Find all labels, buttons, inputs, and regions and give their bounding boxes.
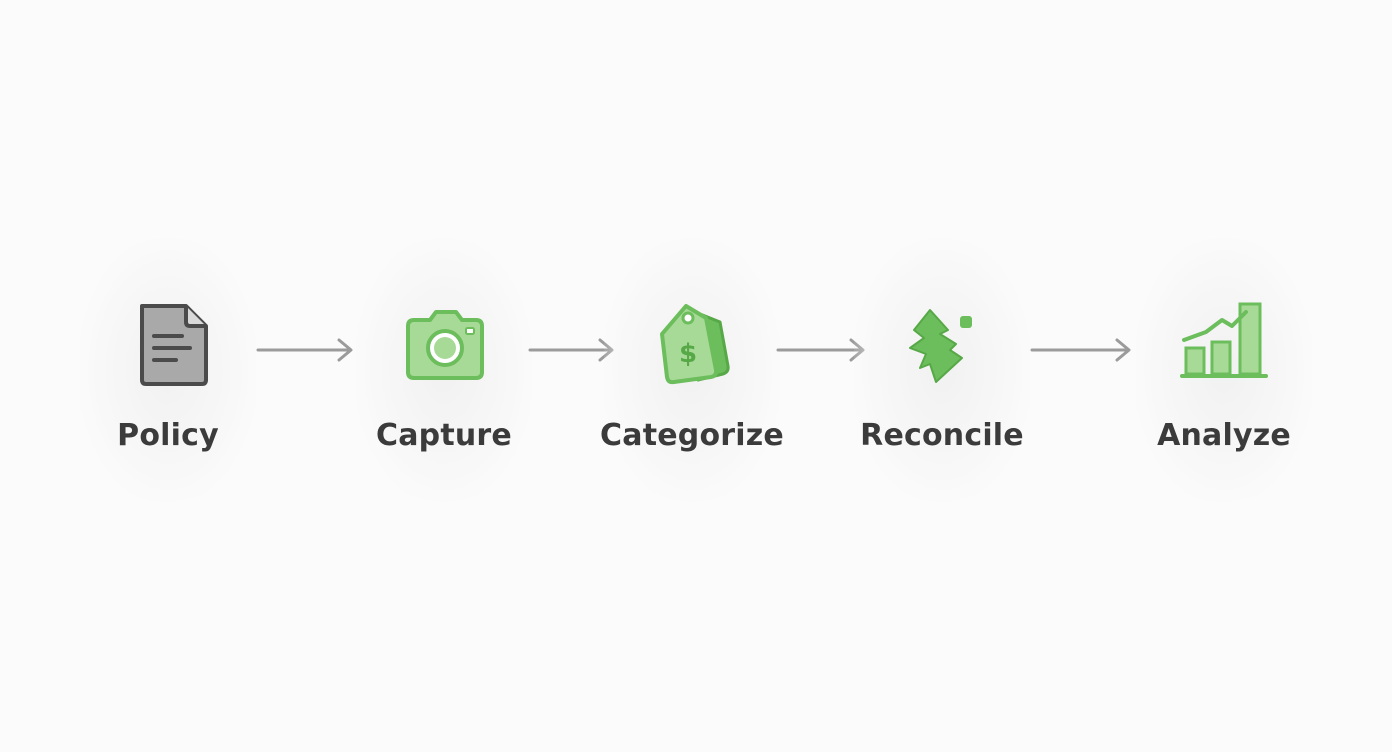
step-label-categorize: Categorize xyxy=(600,418,784,453)
camera-icon xyxy=(392,292,496,396)
puzzle-pieces-icon xyxy=(890,292,994,396)
step-categorize: $ Categorize xyxy=(592,230,792,510)
step-label-reconcile: Reconcile xyxy=(860,418,1024,453)
bar-chart-icon xyxy=(1172,292,1276,396)
step-analyze: Analyze xyxy=(1124,230,1324,510)
document-icon xyxy=(116,292,220,396)
price-tag-icon: $ xyxy=(640,292,744,396)
flow-arrow xyxy=(256,336,356,364)
step-label-policy: Policy xyxy=(117,418,219,453)
flow-arrow xyxy=(1030,336,1134,364)
svg-text:$: $ xyxy=(679,339,697,369)
step-label-capture: Capture xyxy=(376,418,512,453)
step-policy: Policy xyxy=(68,230,268,510)
step-reconcile: Reconcile xyxy=(842,230,1042,510)
step-label-analyze: Analyze xyxy=(1157,418,1291,453)
step-capture: Capture xyxy=(344,230,544,510)
